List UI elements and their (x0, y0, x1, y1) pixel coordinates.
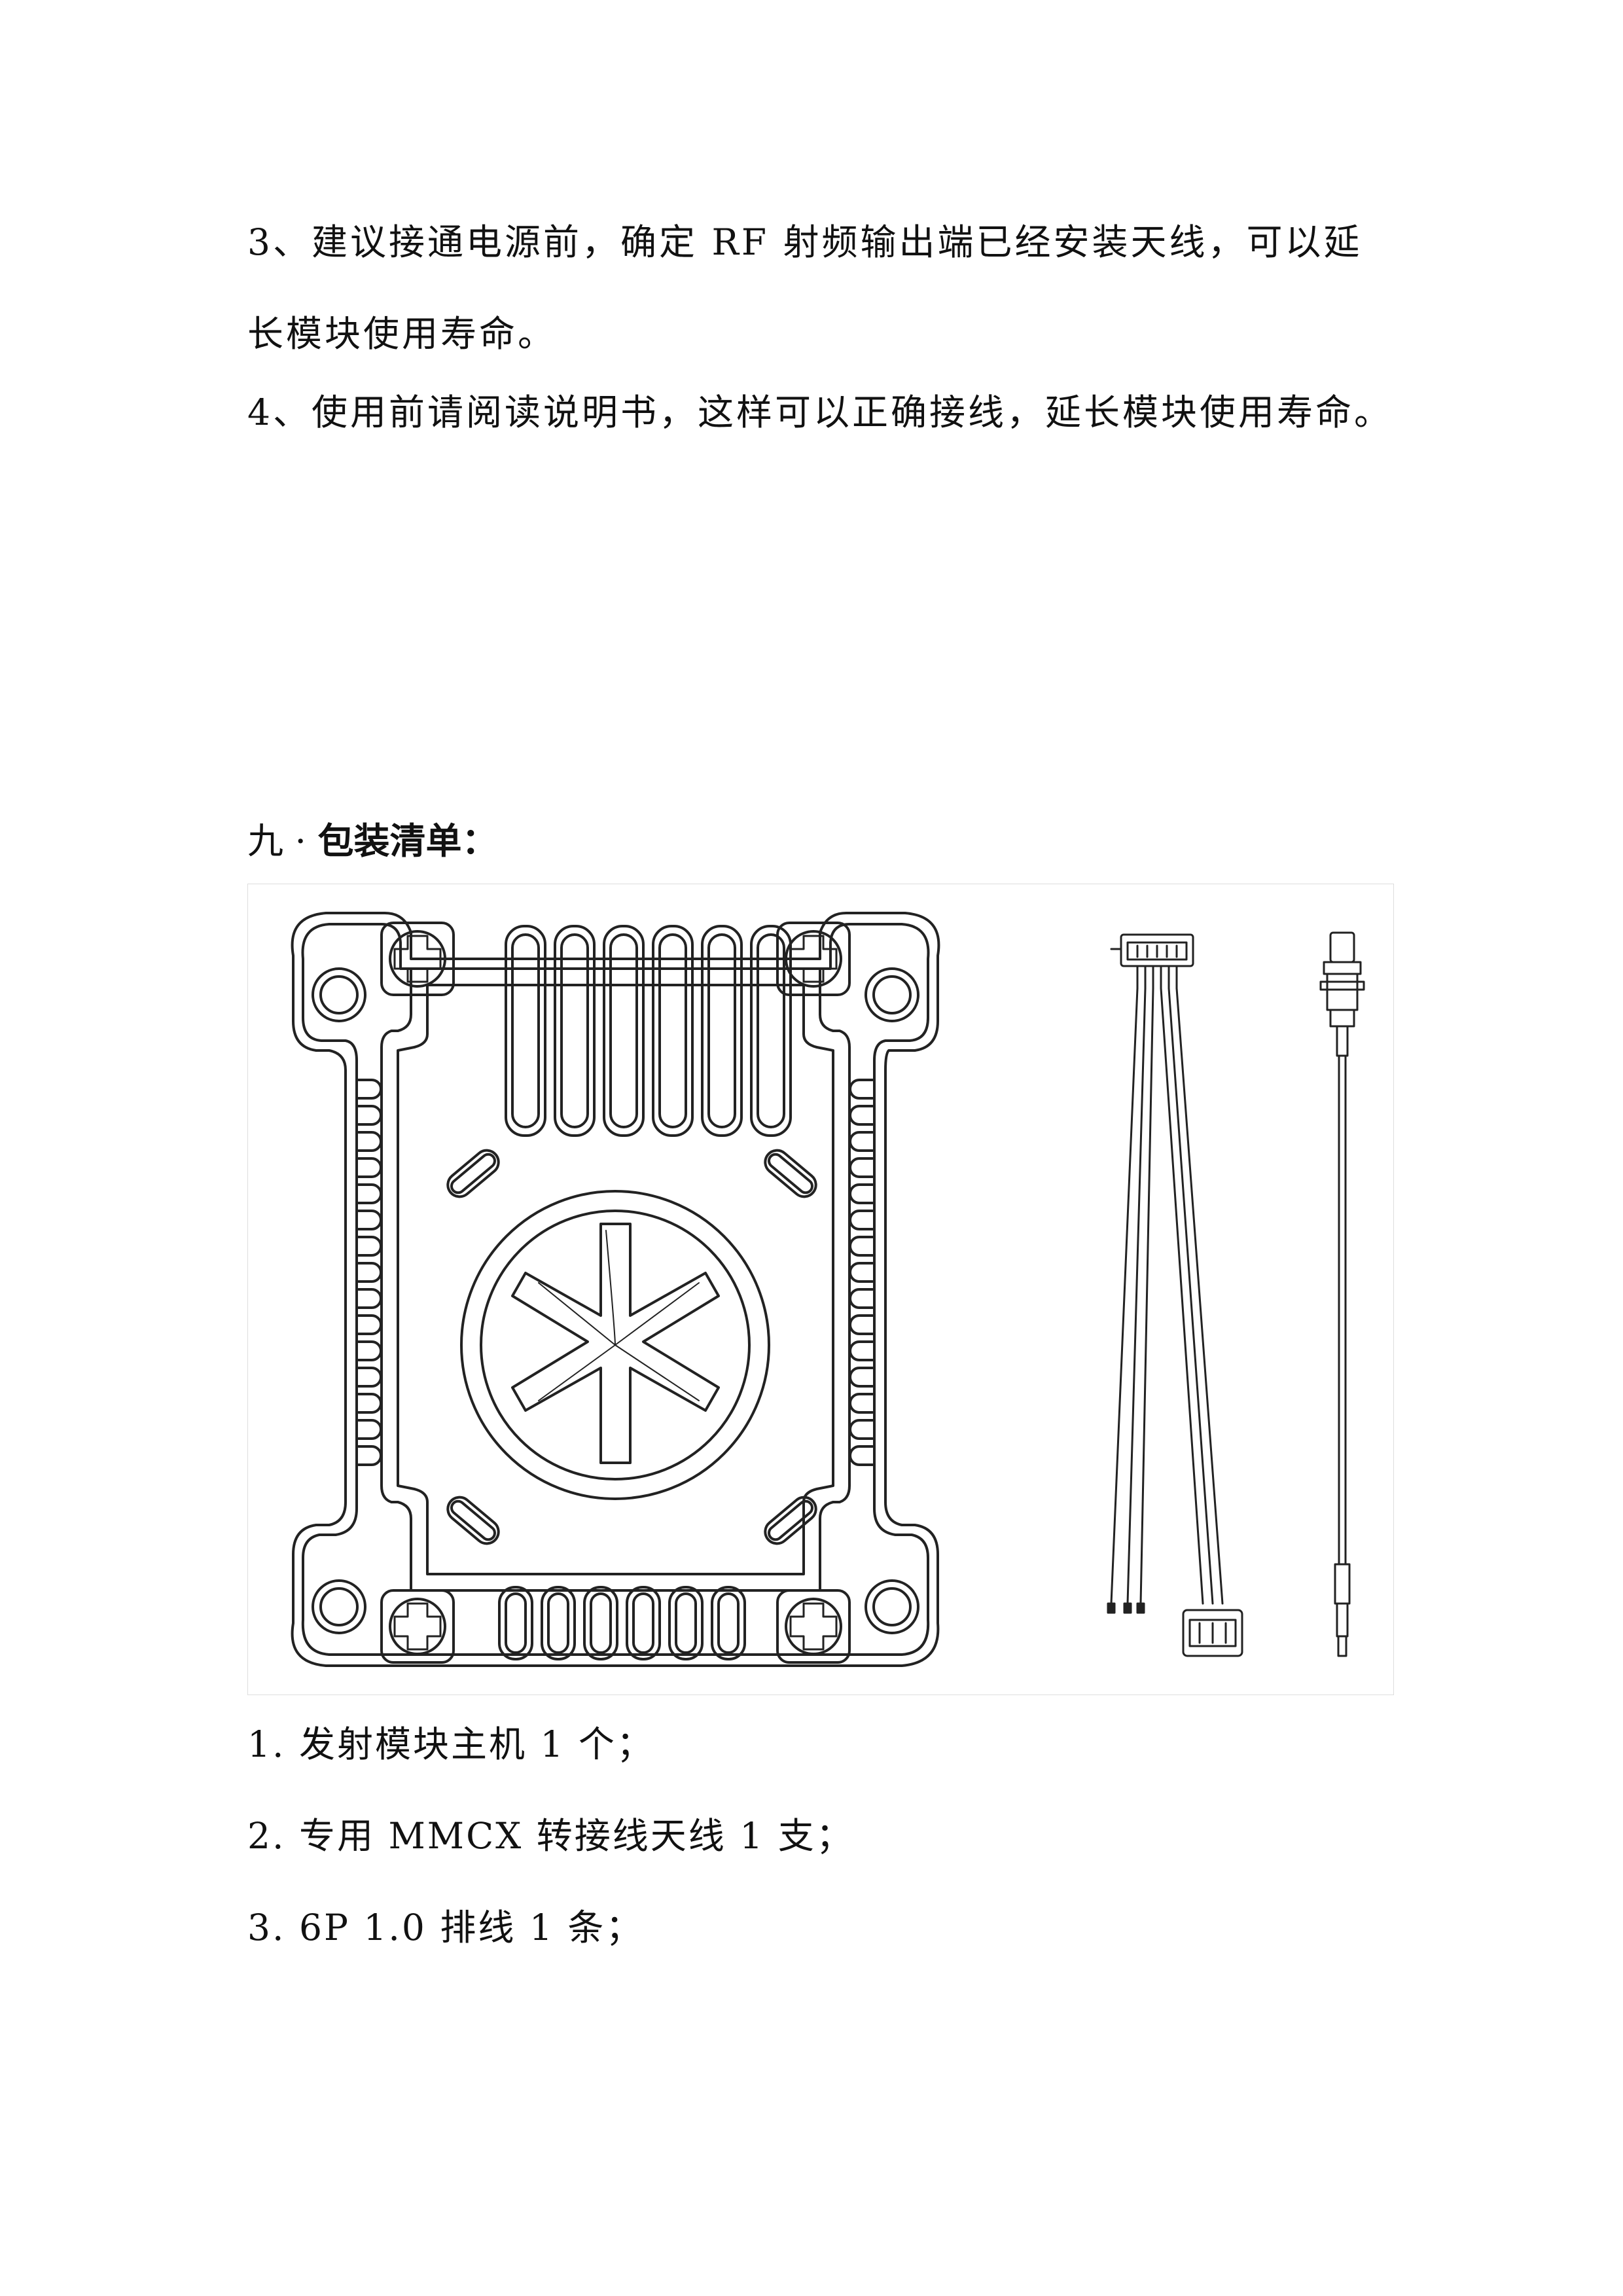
transmitter-module-drawing (291, 912, 940, 1667)
list-item: 2. 专用 MMCX 转接线天线 1 支； (247, 1815, 854, 1857)
packing-list-figure (247, 884, 1394, 1695)
list-item: 1. 发射模块主机 1 个； (247, 1723, 654, 1765)
section-heading: 九 · 包装清单： (247, 812, 497, 864)
section-title: 包装清单： (317, 820, 498, 862)
note-paragraph-3: 3、建议接通电源前，确定 RF 射频输出端已经安装天线，可以延长模块使用寿命。 (247, 221, 1363, 355)
section-number: 九 · (247, 820, 318, 862)
list-item: 3. 6P 1.0 排线 1 条； (247, 1907, 644, 1948)
mmcx-antenna-drawing (1319, 931, 1365, 1657)
ribbon-cable-drawing (1107, 933, 1243, 1657)
note-paragraph-4: 4、使用前请阅读说明书，这样可以正确接线，延长模块使用寿命。 (247, 391, 1393, 433)
